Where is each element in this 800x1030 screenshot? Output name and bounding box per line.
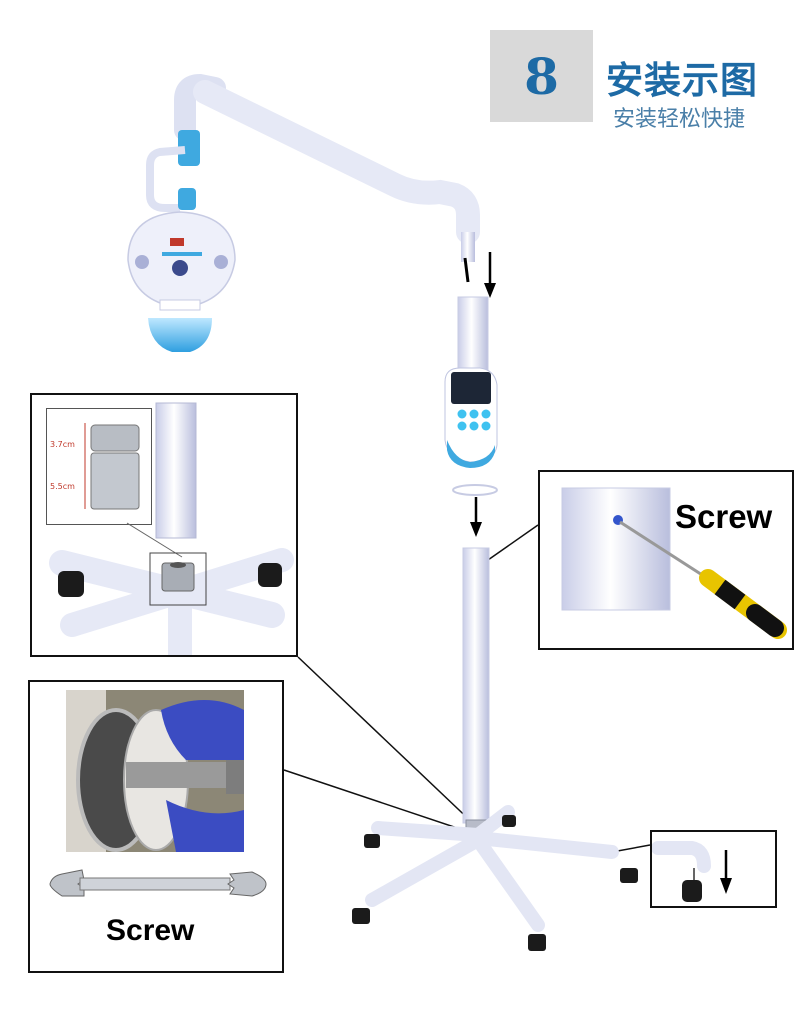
dimension-label-bottom: 5.5cm: [50, 482, 75, 491]
detail-box-caster: [650, 830, 777, 908]
screw-label-right: Screw: [675, 498, 773, 535]
page-subtitle: 安装轻松快捷: [613, 107, 746, 132]
callout-line-screw: [487, 524, 539, 561]
callout-line-nut: [283, 769, 479, 836]
callout-line-base: [297, 656, 479, 829]
lamp-head: [127, 188, 236, 352]
control-panel: [444, 367, 498, 468]
page-title: 安装示图: [606, 59, 758, 102]
stand-base: [365, 805, 619, 932]
caster-wheel-icon: [620, 868, 638, 883]
caster-wheel-icon: [364, 834, 380, 848]
detail-box-screwdriver: Screw: [538, 470, 794, 650]
caster-wheel-icon: [528, 934, 546, 951]
detail-box-base-socket: 3.7cm 5.5cm: [30, 393, 298, 657]
arrow-down-icon: [484, 252, 496, 298]
screwdriver-icon: [619, 520, 787, 639]
caster-wheel-icon: [502, 815, 516, 827]
caster-wheel-icon: [682, 880, 702, 902]
arrow-down-icon: [720, 850, 732, 894]
caster-wheel-icon: [352, 908, 370, 924]
screw-label-bottom: Screw: [106, 914, 195, 947]
detail-box-wrench: Screw: [28, 680, 284, 973]
wrench-icon: [49, 869, 267, 897]
step-badge: 8: [490, 30, 593, 122]
dimension-label-top: 3.7cm: [50, 440, 75, 449]
step-number: 8: [524, 46, 559, 106]
nut-bolt-photo: [66, 690, 244, 852]
arrow-down-icon: [470, 497, 482, 537]
socket-dimension-inset: 3.7cm 5.5cm: [46, 408, 152, 525]
lamp-arm: [146, 73, 480, 244]
